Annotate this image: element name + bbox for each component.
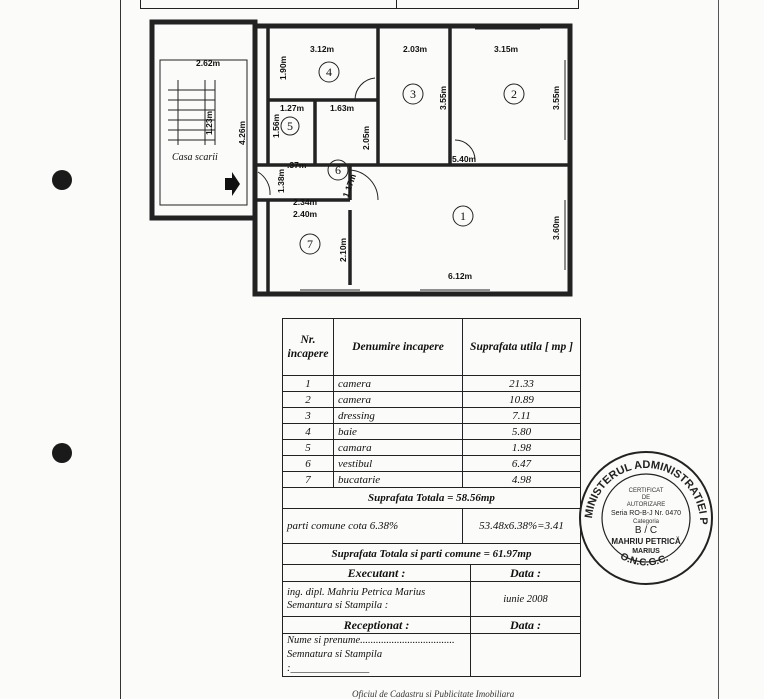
rooms-table: Nr. incapere Denumire incapere Suprafata…: [281, 318, 581, 677]
executant-cell: ing. dipl. Mahriu Petrica Marius Semantu…: [281, 581, 472, 617]
dim-label: 1.90m: [278, 55, 288, 80]
room-number-2: 2: [511, 87, 517, 101]
staircase-label: Casa scarii: [172, 152, 218, 163]
dim-label: 1.23m: [204, 110, 214, 135]
dim-label: 1.56m: [271, 113, 281, 138]
dim-label: 5.40m: [452, 154, 477, 164]
room-number-4: 4: [326, 65, 332, 79]
header-area: Suprafata utila [ mp ]: [462, 318, 581, 376]
dim-label: .37m: [287, 160, 307, 170]
signature-label-2: Semnatura si Stampila :: [287, 649, 383, 674]
page-edge-right: [718, 0, 719, 699]
stamp-line5: Categoria: [633, 519, 660, 525]
signature-line: _______________: [290, 663, 370, 674]
dim-label: 2.62m: [196, 58, 221, 68]
data-label-2: Data :: [470, 616, 581, 634]
dim-label: 3.12m: [310, 44, 335, 54]
table-row: 7 bucatarie 4.98: [282, 471, 581, 488]
dim-label: 2.05m: [361, 125, 371, 150]
entrance-arrow-icon: [225, 172, 240, 196]
common-parts-calc: 53.48x6.38%=3.41: [462, 508, 581, 544]
header-nr: Nr. incapere: [282, 318, 334, 376]
dim-label: 1.27m: [280, 103, 305, 113]
dim-label: 2.10m: [338, 237, 348, 262]
punch-hole: [52, 170, 72, 190]
stamp-line7: MAHRIU PETRICĂ: [611, 537, 681, 546]
punch-hole: [52, 443, 72, 463]
stamp-line2: DE: [642, 495, 650, 501]
executant-name: ing. dipl. Mahriu Petrica Marius: [287, 587, 426, 598]
dim-label: 3.60m: [551, 215, 561, 240]
footer-note: Oficiul de Cadastru si Publicitate Imobi…: [352, 689, 515, 699]
dim-label: 1.38m: [276, 168, 286, 193]
table-row: 6 vestibul 6.47: [282, 455, 581, 472]
executant-date: iunie 2008: [470, 581, 581, 617]
name-label: Nume si prenume: [287, 635, 361, 646]
dim-label: 1.63m: [330, 103, 355, 113]
dim-label: 4.26m: [237, 120, 247, 145]
table-row: 5 camara 1.98: [282, 439, 581, 456]
total-area: Suprafata Totala = 58.56mp: [282, 487, 581, 509]
room-number-7: 7: [307, 237, 313, 251]
common-parts-label: parti comune cota 6.38%: [282, 508, 463, 544]
table-row: 1 camera 21.33: [282, 375, 581, 392]
page-edge-left: [120, 0, 121, 699]
dim-label: 2.40m: [293, 209, 318, 219]
room-number-1: 1: [460, 209, 466, 223]
stamp-line3: AUTORIZARE: [627, 502, 666, 508]
signature-label: Semantura si Stampila :: [287, 600, 389, 611]
official-stamp: MINISTERUL ADMINISTRATIEI PUBLICE O.N.C.…: [572, 438, 713, 585]
room-number-5: 5: [287, 119, 293, 133]
header-name: Denumire incapere: [333, 318, 463, 376]
table-row: 2 camera 10.89: [282, 391, 581, 408]
stamp-line6: B / C: [635, 525, 657, 536]
grand-total-area: Suprafata Totala si parti comune = 61.97…: [282, 543, 581, 565]
receptionat-date: [470, 633, 581, 677]
dim-label: 3.15m: [494, 44, 519, 54]
top-table-fragment: [140, 0, 579, 9]
receptionat-cell: Nume si prenume.........................…: [281, 633, 472, 677]
stamp-line4: Seria RO-B-J Nr. 0470: [611, 510, 681, 517]
dim-label: 3.55m: [438, 85, 448, 110]
name-dots: ....................................: [360, 635, 455, 646]
receptionat-label: Receptionat :: [281, 616, 472, 634]
floor-plan: 4 3 2 5 6 1 7 Casa scarii 2.62m 1.23m 4.…: [149, 19, 573, 297]
room-number-6: 6: [335, 163, 341, 177]
dim-label: 1.17m: [340, 172, 358, 198]
dim-label: 3.55m: [551, 85, 561, 110]
dim-label: 2.34m: [293, 197, 318, 207]
dim-label: 2.03m: [403, 44, 428, 54]
table-row: 4 baie 5.80: [282, 423, 581, 440]
executant-label: Executant :: [281, 564, 472, 582]
table-row: 3 dressing 7.11: [282, 407, 581, 424]
data-label: Data :: [470, 564, 581, 582]
stamp-line8: MARIUS: [632, 548, 660, 555]
room-number-3: 3: [410, 87, 416, 101]
dim-label: 6.12m: [448, 271, 473, 281]
stamp-line1: CERTIFICAT: [629, 488, 664, 494]
